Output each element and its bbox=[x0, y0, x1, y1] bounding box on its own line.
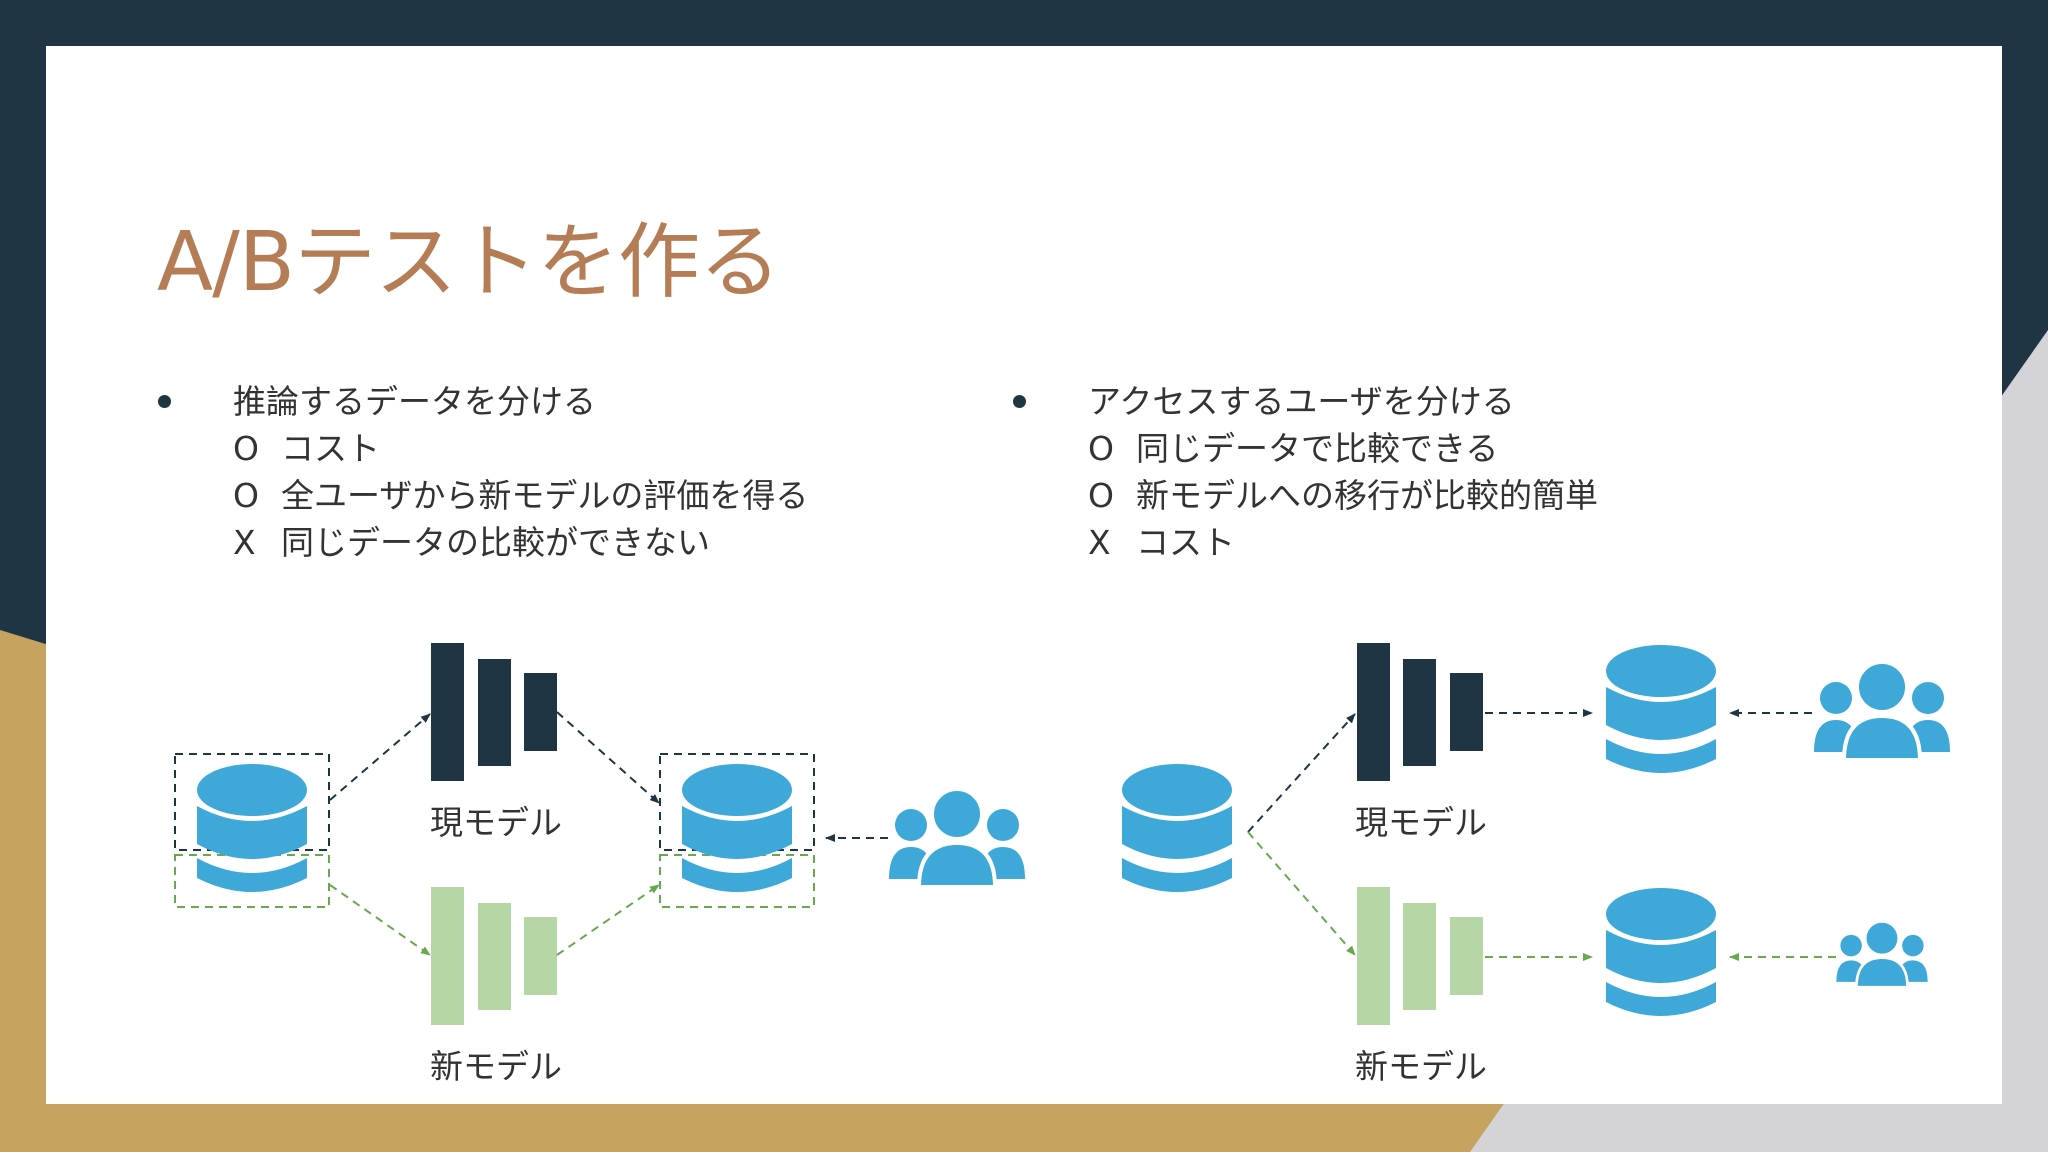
arrow bbox=[556, 711, 660, 804]
new-model-label: 新モデル bbox=[430, 1047, 562, 1086]
bullet-dot-icon bbox=[158, 395, 171, 408]
current-model-label: 現モデル bbox=[1355, 803, 1487, 842]
slide-title: A/Bテストを作る bbox=[157, 215, 781, 310]
new-model-label: 新モデル bbox=[1355, 1047, 1487, 1086]
model-bar bbox=[1450, 917, 1483, 995]
bullet-dot-icon bbox=[1013, 395, 1026, 408]
mark: X bbox=[1088, 523, 1111, 562]
model-bar bbox=[524, 673, 557, 751]
mark: O bbox=[233, 429, 259, 468]
model-bar bbox=[1450, 673, 1483, 751]
arrow bbox=[329, 884, 431, 956]
database-icon bbox=[682, 764, 792, 892]
sub-item-text: コスト bbox=[1136, 523, 1235, 562]
current-model-icon bbox=[1357, 643, 1483, 781]
user-group-icon bbox=[887, 787, 1027, 889]
new-model-icon bbox=[1357, 887, 1483, 1025]
model-bar bbox=[524, 917, 557, 995]
mark: O bbox=[1088, 429, 1114, 468]
model-bar bbox=[431, 643, 464, 781]
sub-item-text: コスト bbox=[281, 429, 380, 468]
arrow bbox=[1247, 713, 1356, 833]
current-model-label: 現モデル bbox=[430, 803, 562, 842]
model-bar bbox=[478, 903, 511, 1010]
mark: O bbox=[233, 476, 259, 515]
database-icon bbox=[1122, 764, 1232, 892]
database-icon bbox=[1606, 645, 1716, 773]
database-icon bbox=[1606, 888, 1716, 1016]
user-group-icon bbox=[1812, 660, 1952, 762]
model-bar bbox=[478, 659, 511, 766]
model-bar bbox=[1403, 659, 1436, 766]
sub-item: O 同じデータで比較できる bbox=[1088, 425, 1598, 472]
sub-item: O 新モデルへの移行が比較的簡単 bbox=[1088, 472, 1598, 519]
sub-item-text: 同じデータの比較ができない bbox=[281, 523, 710, 562]
right-bullet-list: アクセスするユーザを分ける O 同じデータで比較できる O 新モデルへの移行が比較的… bbox=[1013, 378, 1598, 566]
arrow bbox=[1247, 831, 1356, 956]
mark: O bbox=[1088, 476, 1114, 515]
model-bar bbox=[431, 887, 464, 1025]
sub-item: O コスト bbox=[233, 425, 808, 472]
sub-item: X 同じデータの比較ができない bbox=[233, 519, 808, 566]
database-icon bbox=[197, 764, 307, 892]
right-diagram: 現モデル 新モデル bbox=[1122, 643, 1952, 1086]
arrow bbox=[556, 884, 660, 956]
sub-item-text: 同じデータで比較できる bbox=[1136, 429, 1499, 468]
sub-item-text: 新モデルへの移行が比較的簡単 bbox=[1136, 476, 1598, 515]
mark: X bbox=[233, 523, 256, 562]
arrow bbox=[329, 713, 431, 801]
right-heading: アクセスするユーザを分ける bbox=[1088, 382, 1515, 421]
user-group-icon bbox=[1835, 920, 1929, 989]
new-model-icon bbox=[431, 887, 557, 1025]
bullet-item: 推論するデータを分ける bbox=[158, 378, 808, 425]
left-bullet-list: 推論するデータを分ける O コスト O 全ユーザから新モデルの評価を得る X 同じデー… bbox=[158, 378, 808, 566]
sub-item: O 全ユーザから新モデルの評価を得る bbox=[233, 472, 808, 519]
sub-item-text: 全ユーザから新モデルの評価を得る bbox=[281, 476, 809, 515]
current-model-icon bbox=[431, 643, 557, 781]
sub-item: X コスト bbox=[1088, 519, 1598, 566]
left-heading: 推論するデータを分ける bbox=[233, 382, 596, 421]
bullet-item: アクセスするユーザを分ける bbox=[1013, 378, 1598, 425]
model-bar bbox=[1403, 903, 1436, 1010]
model-bar bbox=[1357, 643, 1390, 781]
left-diagram: 現モデル 新モデル bbox=[174, 643, 1027, 1086]
model-bar bbox=[1357, 887, 1390, 1025]
